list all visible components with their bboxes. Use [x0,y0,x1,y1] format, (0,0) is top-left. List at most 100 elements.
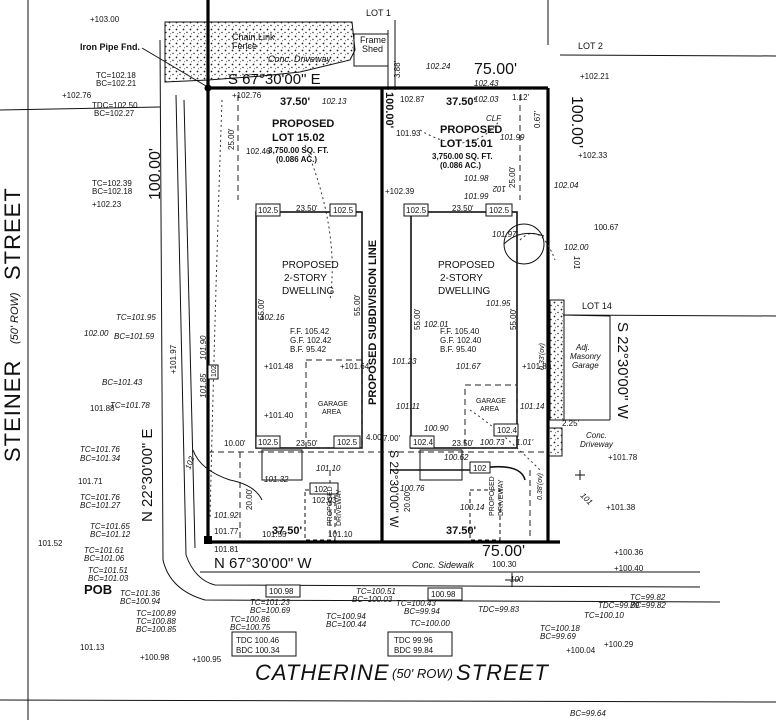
driveway-left-line-2: DRIVEWAY [336,489,343,526]
elev-e66: +101.38 [606,503,636,512]
dwelling-right-corner-tr: 102.5 [489,206,510,215]
elev-e24: +102.39 [385,187,415,196]
elev-e113: 101 [579,491,595,507]
iron-pipe-label: Iron Pipe Fnd. [80,42,140,52]
elev-e42: TC=101.78 [110,401,150,410]
elev-e74: BC=101.06 [84,554,125,563]
elev-e46: 101.67 [456,362,481,371]
elev-e83: TC=101.23 [250,598,290,607]
elev-e3: 102.43 [474,79,499,88]
dwelling-right-corner-tl: 102.5 [406,206,427,215]
dwelling-right-corner-br: 102.4 [497,426,518,435]
elev-e13: 102.03 [474,95,499,104]
dwelling-right-gf: G.F. 102.40 [440,336,482,345]
elev-e62: TC=101.76 [80,493,120,502]
elev-e67: TC=101.65 [90,522,130,531]
pob-label: POB [84,582,112,597]
elev-e96: TC=100.86 [230,615,270,624]
dwelling-left-garage-2: AREA [322,409,341,416]
walk-right-box: 100.98 [431,590,456,599]
setback-side-mid-right: 7.00' [383,434,401,443]
elev-e69: 101.77 [214,527,239,536]
elev-e60: 102.03 [312,496,337,505]
elev-e22: BC=102.18 [92,187,133,196]
lot-1502-title-2: LOT 15.02 [272,132,325,144]
elev-e75: 101.81 [214,545,239,554]
west-distance: 100.00' [147,148,164,200]
adj-garage-label-1: Adj. [575,343,590,352]
elev-e68: BC=101.12 [90,530,131,539]
elev-e35: 101.95 [486,299,511,308]
elev-e36: 102.01 [424,320,448,329]
elev-e108: +100.04 [566,646,596,655]
spot-elevations: +103.00 102.24 102.43 +102.21 TC=102.18 … [38,15,666,718]
elev-e95: BC=100.85 [136,625,177,634]
dwelling-left-line-3: DWELLING [282,286,334,297]
conc-driveway-right-1: Conc. [586,431,607,440]
elev-e99: BC=100.44 [326,620,367,629]
dwelling-left-line-1: PROPOSED [282,260,339,271]
clf-label: CLF [486,114,502,123]
setback-rear-left: 20.00' [245,488,254,510]
catherine-street-row: (50' ROW) [392,666,453,681]
elev-e109: BC=99.64 [570,709,606,718]
elev-e58: 101.10 [316,464,341,473]
setback-side-mid-left: 4.00' [366,433,384,442]
south-distance: 75.00' [482,543,525,560]
elev-e105: 101.13 [80,643,105,652]
south-bearing: N 67°30'00" W [214,555,312,572]
dwelling-right-garage-2: AREA [480,406,499,413]
elev-e45: 101.23 [392,357,417,366]
conc-driveway-top-label: Conc. Driveway [268,54,332,64]
dwelling-right-width: 23.50' [452,204,474,213]
driveway-left-line-1: PROPOSED [327,486,334,526]
lot1-area [164,20,396,90]
steiner-street-name: STEINER [0,360,25,462]
tdc-left-1: TDC 100.46 [236,636,280,645]
elev-e53: BC=101.34 [80,454,121,463]
elev-e21: TC=102.39 [92,179,132,188]
setback-front-right: 25.00' [508,166,517,188]
elev-e78: +100.36 [614,548,644,557]
catherine-street-suffix: STREET [456,660,549,685]
elev-e76: TC=101.51 [88,566,128,575]
lot-front-right-top: 37.50' [446,96,477,108]
dwelling-left-corner-br: 102.5 [337,438,358,447]
elev-e112: 1.01' [516,438,534,447]
conc-driveway-right-2: Driveway [580,440,614,449]
elev-e87: TC=100.43 [396,599,436,608]
elev-e39: BC=101.43 [102,378,143,387]
setback-side-left: 10.00' [224,439,246,448]
elev-e103: BC=99.69 [540,632,576,641]
lot-1501-area-1: 3,750.00 SQ. FT. [432,152,492,161]
lot-front-left-top: 37.50' [280,96,311,108]
dwelling-right-ff: F.F. 105.40 [440,327,480,336]
fence-label: Fence [232,41,257,51]
elev-e101: TC=100.10 [584,611,624,620]
elev-e114: 101 [572,256,581,269]
lot-1501-area-2: (0.086 AC.) [440,161,481,170]
elev-e28: 100.67 [594,223,619,232]
dwelling-right-line-1: PROPOSED [438,260,495,271]
elev-e11: 102.13 [322,97,347,106]
elev-e40: 101.85 [199,373,208,398]
boxes [207,203,519,657]
walk-left-box: 100.98 [269,587,294,596]
dwelling-right [410,211,518,541]
elev-e63: BC=101.27 [80,501,121,510]
steiner-street-row: (50' ROW) [9,292,21,344]
elev-e59: 101.32 [264,475,289,484]
tdc-right-1: TDC 99.96 [394,636,433,645]
strip-left-box: 102 [211,365,218,377]
lot-front-left-bottom: 37.50' [272,525,303,537]
elev-e27: 102.04 [554,181,579,190]
elev-e71: 101.10 [328,530,353,539]
elev-e65: 100.14 [460,503,485,512]
conc-sidewalk-label: Conc. Sidewalk [412,560,475,570]
elev-e18: 101.93 [396,129,421,138]
elev-e43: +101.48 [264,362,294,371]
elev-e25: 101.98 [464,174,489,183]
dwelling-left-garage-1: GARAGE [318,401,348,408]
elev-e34: 102.16 [260,313,285,322]
west-bearing: N 22°30'00" E [139,429,156,522]
